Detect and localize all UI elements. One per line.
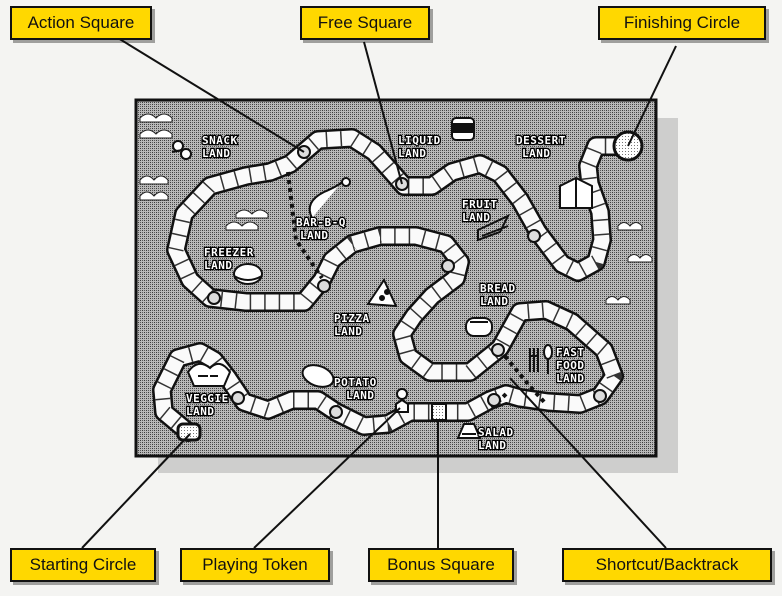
veggie-icon (188, 364, 230, 386)
callout-playing-token-label: Playing Token (202, 555, 308, 575)
label-barbq-2: LAND (300, 229, 329, 242)
label-pizza-1: PIZZA (334, 312, 370, 325)
callout-shortcut-backtrack-label: Shortcut/Backtrack (596, 555, 739, 575)
label-pizza-2: LAND (334, 325, 363, 338)
callout-bonus-square: Bonus Square (368, 548, 514, 582)
label-liquid-2: LAND (398, 147, 427, 160)
label-potato-1: POTATO (334, 376, 377, 389)
label-dessert-1: DESSERT (516, 134, 566, 147)
label-fastfood-2: FOOD (556, 359, 585, 372)
label-salad-1: SALAD (478, 426, 514, 439)
callout-free-square: Free Square (300, 6, 430, 40)
label-fastfood-3: LAND (556, 372, 585, 385)
starting-circle (178, 424, 200, 440)
label-fruit-2: LAND (462, 211, 491, 224)
callout-shortcut-backtrack: Shortcut/Backtrack (562, 548, 772, 582)
freezer-icon (234, 264, 262, 284)
label-fastfood-1: FAST (556, 346, 585, 359)
callout-starting-circle: Starting Circle (10, 548, 156, 582)
callout-finishing-circle-label: Finishing Circle (624, 13, 740, 33)
label-snack-1: SNACK (202, 134, 238, 147)
label-freezer-1: FREEZER (204, 246, 254, 259)
label-barbq-1: BAR-B-Q (296, 216, 346, 229)
label-potato-2: LAND (346, 389, 375, 402)
callout-bonus-square-label: Bonus Square (387, 555, 495, 575)
callout-free-square-label: Free Square (318, 13, 413, 33)
label-veggie-2: LAND (186, 405, 215, 418)
dessert-icon (560, 178, 592, 208)
callout-action-square: Action Square (10, 6, 152, 40)
bonus-square (432, 404, 446, 420)
label-freezer-2: LAND (204, 259, 233, 272)
label-bread-2: LAND (480, 295, 509, 308)
label-veggie-1: VEGGIE (186, 392, 229, 405)
bread-icon (466, 318, 492, 336)
callout-playing-token: Playing Token (180, 548, 330, 582)
label-liquid-1: LIQUID (398, 134, 441, 147)
callout-finishing-circle: Finishing Circle (598, 6, 766, 40)
label-fruit-1: FRUIT (462, 198, 498, 211)
callout-starting-circle-label: Starting Circle (30, 555, 137, 575)
liquid-icon (452, 118, 474, 140)
label-dessert-2: LAND (522, 147, 551, 160)
label-salad-2: LAND (478, 439, 507, 452)
label-bread-1: BREAD (480, 282, 516, 295)
callout-action-square-label: Action Square (28, 13, 135, 33)
label-snack-2: LAND (202, 147, 231, 160)
